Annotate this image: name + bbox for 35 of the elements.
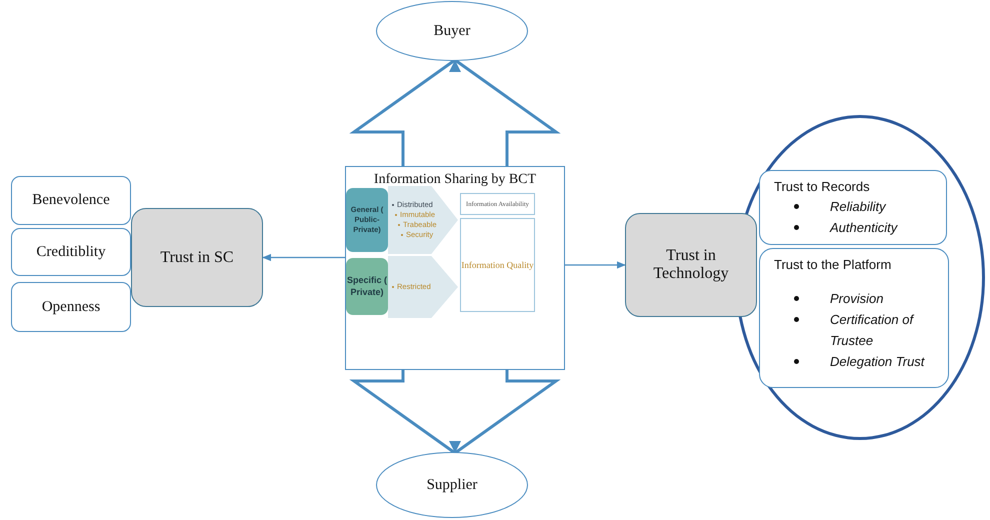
arrow bbox=[262, 254, 345, 262]
rounded-box bbox=[759, 248, 949, 388]
category-box bbox=[346, 188, 388, 252]
bullet-item: Reliability bbox=[830, 198, 888, 216]
node-label: Trust in SC bbox=[160, 248, 234, 266]
process-box bbox=[131, 208, 263, 307]
node-label: Trust in Technology bbox=[652, 247, 730, 283]
bullet-item: Certification of Trustee bbox=[830, 311, 916, 350]
node-label: Specific ( Private) bbox=[347, 274, 387, 298]
block-arrow bbox=[349, 368, 561, 454]
rounded-box bbox=[11, 282, 131, 332]
block-arrow bbox=[349, 58, 561, 168]
node-label: Creditiblity bbox=[36, 244, 106, 260]
box-heading: Trust to the Platform bbox=[774, 257, 892, 272]
node-label: Openness bbox=[42, 298, 100, 316]
process-box bbox=[625, 213, 757, 317]
arrow bbox=[565, 261, 626, 269]
rounded-box bbox=[759, 170, 947, 245]
outcome-box bbox=[460, 193, 535, 215]
frame-title: Information Sharing by BCT bbox=[374, 172, 536, 188]
bullet-item: Authenticity bbox=[830, 219, 899, 237]
node-label: Information Quality bbox=[461, 260, 534, 270]
node-label: Supplier bbox=[426, 476, 478, 494]
box-heading: Trust to Records bbox=[774, 179, 870, 194]
node-label: Benevolence bbox=[32, 192, 110, 209]
content-frame bbox=[345, 166, 565, 370]
outcome-box bbox=[460, 218, 535, 312]
chevron-panel bbox=[388, 256, 458, 318]
bullet-item: Delegation Trust bbox=[830, 353, 926, 371]
node-label: Buyer bbox=[434, 22, 470, 40]
category-box bbox=[346, 258, 388, 315]
bullet-item: Provision bbox=[830, 290, 884, 308]
chevron-panel bbox=[388, 186, 458, 254]
rounded-box bbox=[11, 228, 131, 276]
rounded-box bbox=[11, 176, 131, 225]
